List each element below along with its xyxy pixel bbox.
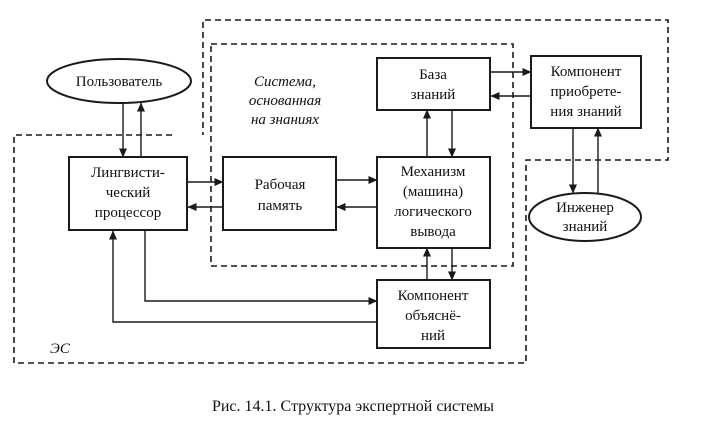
knowledge-engineer-node: Инженер знаний xyxy=(528,192,642,242)
figure-caption: Рис. 14.1. Структура экспертной системы xyxy=(212,398,494,415)
explanation-component-node: Компонент объяснё- ний xyxy=(376,279,491,349)
working-memory-node: Рабочая память xyxy=(222,156,337,231)
knowledge-base-line-2: знаний xyxy=(411,87,456,103)
kbs-label-line-2: основанная xyxy=(249,93,321,109)
knowledge-system-boundary xyxy=(210,43,514,267)
explanation-component-line-3: ний xyxy=(421,328,445,344)
kbs-label-line-1: Система, xyxy=(254,74,316,90)
linguistic-processor-node: Лингвисти- ческий процессор xyxy=(68,156,188,231)
explanation-component-line-1: Компонент xyxy=(398,288,469,304)
user-label: Пользователь xyxy=(76,74,163,90)
acquisition-component-line-3: ния знаний xyxy=(550,104,621,120)
working-memory-line-1: Рабочая xyxy=(255,177,306,193)
inference-engine-node: Механизм (машина) логического вывода xyxy=(376,156,491,249)
kbs-label-line-3: на знаниях xyxy=(251,112,319,128)
knowledge-engineer-line-2: знаний xyxy=(563,219,608,235)
linguistic-processor-line-3: процессор xyxy=(95,205,161,221)
acquisition-component-node: Компонент приобрете- ния знаний xyxy=(530,55,642,129)
user-node: Пользователь xyxy=(46,58,192,104)
acquisition-component-line-1: Компонент xyxy=(551,64,622,80)
knowledge-base-line-1: База xyxy=(419,67,447,83)
es-label: ЭС xyxy=(50,341,71,357)
inference-engine-line-1: Механизм xyxy=(401,164,466,180)
acquisition-component-line-2: приобрете- xyxy=(550,84,621,100)
working-memory-line-2: память xyxy=(258,198,303,214)
knowledge-engineer-line-1: Инженер xyxy=(556,200,614,216)
knowledge-base-node: База знаний xyxy=(376,57,491,111)
explanation-component-line-2: объяснё- xyxy=(405,308,461,324)
inference-engine-line-2: (машина) xyxy=(403,184,463,200)
es-boundary xyxy=(13,19,669,364)
inference-engine-line-4: вывода xyxy=(410,224,456,240)
connectors xyxy=(109,68,602,323)
linguistic-processor-line-2: ческий xyxy=(106,185,151,201)
inference-engine-line-3: логического xyxy=(394,204,472,220)
linguistic-processor-line-1: Лингвисти- xyxy=(91,165,165,181)
